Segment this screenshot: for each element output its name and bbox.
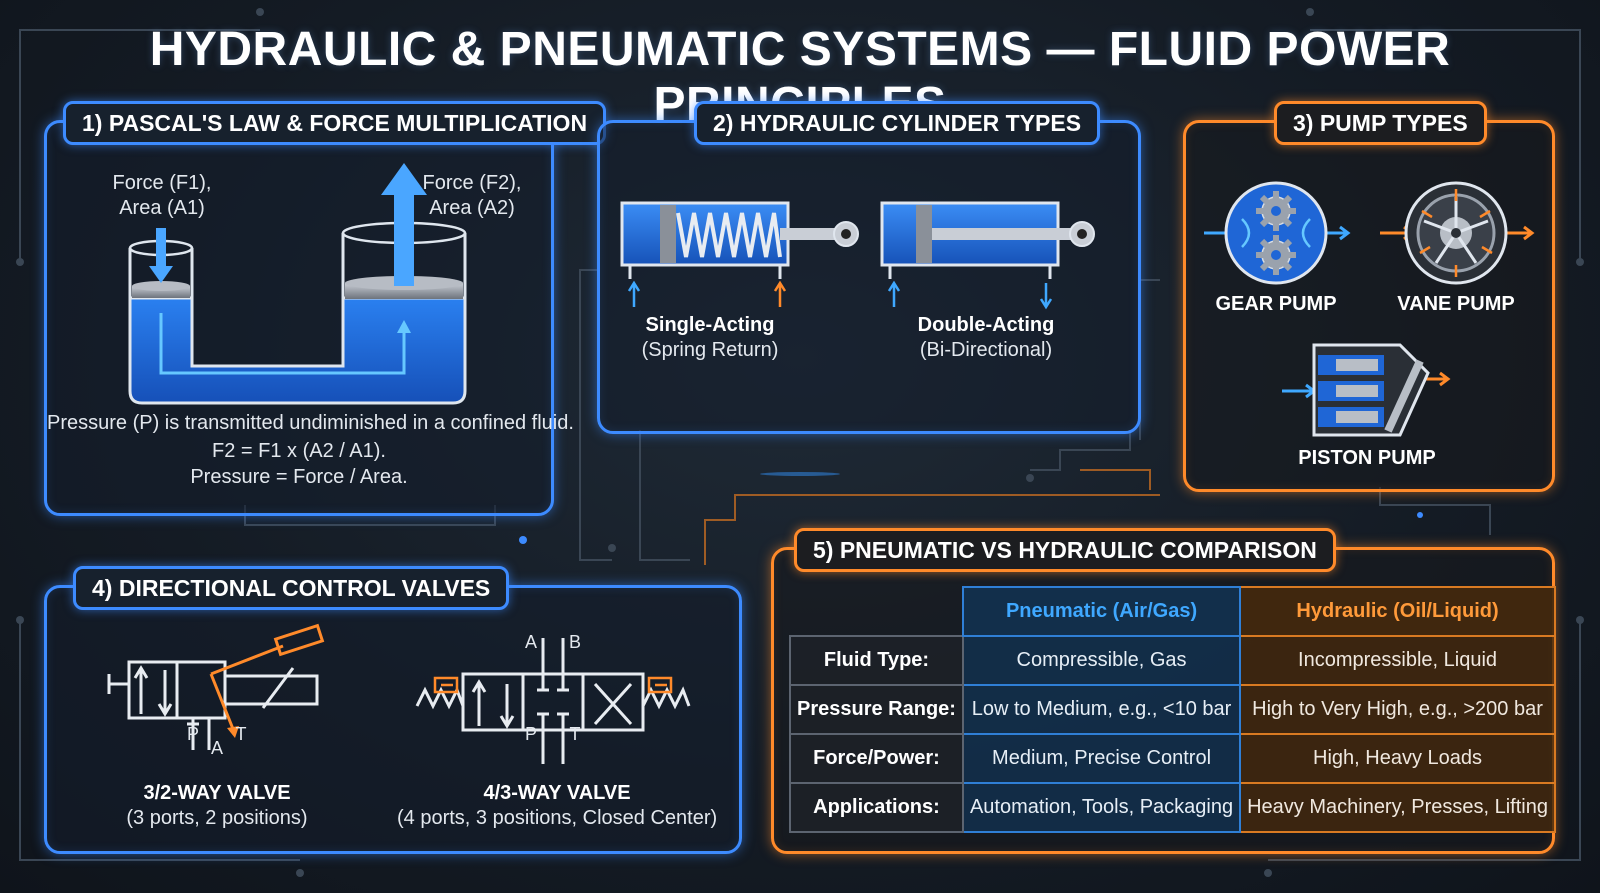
column-header-hydraulic: Hydraulic (Oil/Liquid) [1239,586,1556,637]
piston-pump-icon [1282,343,1451,437]
cylinder-types-panel: 2) HYDRAULIC CYLINDER TYPES Single-Actin… [597,101,1141,434]
valve-43-port-t: T [569,724,581,744]
pump-types-panel-title: 3) PUMP TYPES [1274,101,1487,145]
pascal-u-tube-diagram [128,163,467,405]
valve-32-port-t: T [235,724,247,744]
hydraulic-cell: Heavy Machinery, Presses, Lifting [1239,782,1556,833]
f1-label-line1: Force (F1), [112,172,212,194]
comparison-table: Pneumatic (Air/Gas) Hydraulic (Oil/Liqui… [789,586,1556,833]
double-acting-cylinder-diagram [880,201,1095,310]
vane-pump-icon [1380,181,1535,285]
double-acting-label: Double-Acting [917,314,1055,336]
pneumatic-cell: Automation, Tools, Packaging [961,782,1242,833]
table-row: Fluid Type: Compressible, Gas Incompress… [789,635,1556,686]
gear-pump-icon [1204,181,1351,285]
row-label: Force/Power: [789,733,964,784]
valve-43-port-p: P [524,724,537,744]
valve-32-symbol [107,623,325,750]
table-row: Applications: Automation, Tools, Packagi… [789,782,1556,833]
hydraulic-cell: High, Heavy Loads [1239,733,1556,784]
directional-valves-panel: 4) DIRECTIONAL CONTROL VALVES P A T [44,566,742,854]
single-acting-cylinder-diagram [620,201,859,307]
valve-43-port-b: B [568,632,581,652]
pneumatic-cell: Compressible, Gas [961,635,1242,686]
piston-pump-label: PISTON PUMP [1298,447,1436,469]
gear-pump-label: GEAR PUMP [1215,293,1337,315]
vane-pump-label: VANE PUMP [1397,293,1515,315]
pascal-formula-line: F2 = F1 x (A2 / A1). [212,440,386,462]
row-label: Pressure Range: [789,684,964,735]
table-row: Pressure Range: Low to Medium, e.g., <10… [789,684,1556,735]
pascal-description-line1: Pressure (P) is transmitted undiminished… [47,412,574,434]
valve-32-port-p: P [186,724,199,744]
valve-43-sublabel: (4 ports, 3 positions, Closed Center) [397,807,718,829]
directional-valves-panel-title: 4) DIRECTIONAL CONTROL VALVES [73,566,510,610]
valve-43-symbol [415,638,691,764]
pascal-law-panel: 1) PASCAL'S LAW & FORCE MULTIPLICATION [44,101,607,516]
f1-label-line2: Area (A1) [119,197,205,219]
pascal-pressure-line: Pressure = Force / Area. [190,466,408,488]
valve-32-label: 3/2-WAY VALVE [143,782,291,804]
valve-32-sublabel: (3 ports, 2 positions) [126,807,308,829]
valve-43-label: 4/3-WAY VALVE [483,782,631,804]
valve-43-port-a: A [524,632,537,652]
pneumatic-cell: Low to Medium, e.g., <10 bar [961,684,1242,735]
cylinder-types-panel-title: 2) HYDRAULIC CYLINDER TYPES [694,101,1101,145]
single-acting-label: Single-Acting [645,314,775,336]
comparison-panel-title: 5) PNEUMATIC VS HYDRAULIC COMPARISON [794,528,1336,572]
table-header-row: Pneumatic (Air/Gas) Hydraulic (Oil/Liqui… [790,586,1556,637]
pneumatic-cell: Medium, Precise Control [961,733,1242,784]
pascal-law-panel-title: 1) PASCAL'S LAW & FORCE MULTIPLICATION [63,101,607,145]
comparison-panel: 5) PNEUMATIC VS HYDRAULIC COMPARISON Pne… [771,528,1556,854]
pump-types-panel: 3) PUMP TYPES [1183,101,1555,492]
table-row: Force/Power: Medium, Precise Control Hig… [789,733,1556,784]
row-label: Applications: [789,782,964,833]
single-acting-sublabel: (Spring Return) [641,339,779,361]
row-label: Fluid Type: [789,635,964,686]
valve-32-port-a: A [210,738,223,758]
hydraulic-cell: High to Very High, e.g., >200 bar [1239,684,1556,735]
double-acting-sublabel: (Bi-Directional) [919,339,1053,361]
f2-label-line2: Area (A2) [429,197,515,219]
hydraulic-cell: Incompressible, Liquid [1239,635,1556,686]
column-header-pneumatic: Pneumatic (Air/Gas) [961,586,1242,637]
table-corner-cell [790,587,963,636]
f2-label-line1: Force (F2), [422,172,522,194]
